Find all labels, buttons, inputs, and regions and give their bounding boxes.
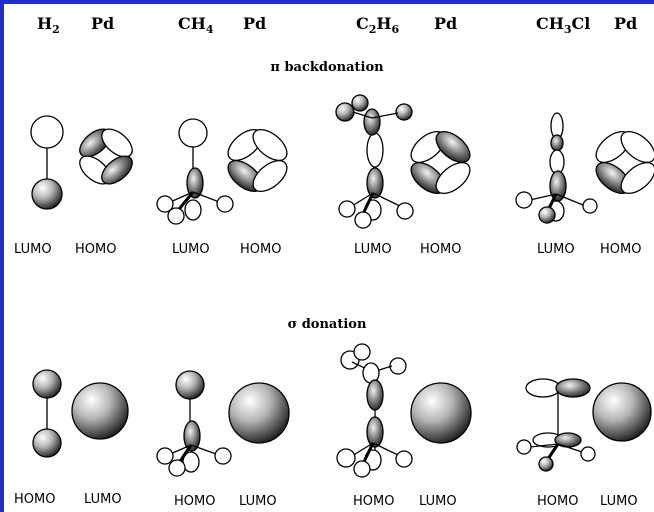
- label-sigma-pd-2: LUMO: [239, 494, 277, 509]
- label-sigma-ch4: HOMO: [174, 494, 216, 509]
- ch3cl-homo-orbital: [516, 378, 596, 472]
- label-sigma-pd-3: LUMO: [419, 494, 457, 509]
- header-ch4: CH4: [178, 14, 214, 37]
- pd-lumo-s-orbital-1: [71, 382, 129, 440]
- label-pi-ch3cl: LUMO: [537, 242, 575, 257]
- pd-homo-d-orbital-1: [79, 128, 133, 185]
- header-pd-2: Pd: [243, 14, 267, 33]
- header-ch3cl: CH3Cl: [536, 14, 591, 37]
- label-pi-pd-2: HOMO: [240, 242, 282, 257]
- section-title-pi-backdonation: π backdonation: [270, 60, 384, 75]
- header-c2h6: C2H6: [356, 14, 400, 37]
- label-sigma-c2h6: HOMO: [353, 494, 395, 509]
- h2-lumo-orbital: [30, 115, 64, 210]
- pd-homo-d-orbital-4: [595, 130, 654, 195]
- ch3cl-lumo-orbital: [515, 112, 598, 224]
- pd-homo-d-orbital-3: [410, 130, 471, 195]
- ch4-homo-orbital: [156, 370, 232, 477]
- label-pi-h2: LUMO: [14, 242, 52, 257]
- label-pi-c2h6: LUMO: [354, 242, 392, 257]
- ch4-lumo-orbital: [156, 118, 234, 225]
- label-pi-pd-3: HOMO: [420, 242, 462, 257]
- header-pd-4: Pd: [614, 14, 638, 33]
- label-sigma-h2: HOMO: [14, 492, 56, 507]
- pd-lumo-s-orbital-4: [592, 382, 652, 442]
- c2h6-lumo-orbital: [335, 94, 414, 229]
- label-pi-pd-1: HOMO: [75, 242, 117, 257]
- label-pi-ch4: LUMO: [172, 242, 210, 257]
- c2h6-homo-orbital: [336, 343, 413, 478]
- section-title-sigma-donation: σ donation: [287, 317, 367, 332]
- pd-lumo-s-orbital-2: [228, 382, 290, 444]
- label-sigma-pd-1: LUMO: [84, 492, 122, 507]
- pd-homo-d-orbital-2: [227, 128, 288, 193]
- label-sigma-ch3cl: HOMO: [537, 494, 579, 509]
- label-pi-pd-4: HOMO: [600, 242, 642, 257]
- header-h2: H2: [37, 14, 60, 37]
- header-pd-1: Pd: [91, 14, 115, 33]
- pd-lumo-s-orbital-3: [410, 382, 472, 444]
- label-sigma-pd-4: LUMO: [600, 494, 638, 509]
- header-pd-3: Pd: [434, 14, 458, 33]
- h2-homo-orbital: [32, 369, 62, 458]
